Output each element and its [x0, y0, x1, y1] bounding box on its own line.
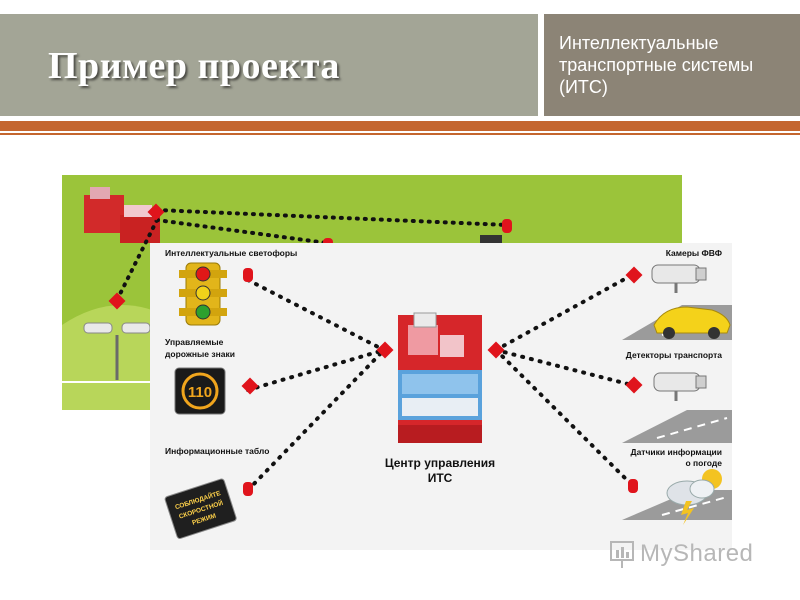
detector-camera-icon — [653, 372, 707, 401]
info-board-icon: СОБЛЮДАЙТЕ СКОРОСТНОЙ РЕЖИМ — [164, 478, 237, 539]
node-weather — [628, 479, 638, 493]
label-traffic-lights: Интеллектуальные светофоры — [165, 248, 297, 258]
node-center-left — [376, 341, 394, 359]
label-road-signs-2: дорожные знаки — [165, 349, 235, 359]
label-weather-2: о погоде — [685, 458, 722, 468]
connection-lines — [246, 273, 634, 492]
back-node — [502, 219, 512, 233]
center-label-1: Центр управления — [385, 456, 495, 470]
accent-line — [0, 133, 800, 135]
label-cameras: Камеры ФВФ — [666, 248, 722, 258]
back-camera-pole-icon — [83, 322, 151, 380]
camera-icon — [651, 264, 707, 293]
label-road-signs-1: Управляемые — [165, 337, 224, 347]
speed-sign-value: 110 — [188, 384, 212, 401]
back-building-icon — [84, 187, 160, 243]
watermark-logo-icon — [610, 541, 634, 568]
node-road-signs — [241, 377, 259, 395]
traffic-light-icon — [179, 262, 227, 326]
label-weather-1: Датчики информации — [631, 447, 722, 457]
subtitle-box — [544, 14, 800, 116]
node-detectors — [625, 376, 643, 394]
node-center-right — [487, 341, 505, 359]
node-cameras — [625, 266, 643, 284]
slide-title: Пример проекта — [48, 45, 340, 87]
node-traffic-lights — [243, 268, 253, 282]
slide-subtitle: Интеллектуальные транспортные системы (И… — [559, 33, 754, 97]
speed-sign-icon: 110 — [174, 367, 226, 415]
center-label-2: ИТС — [428, 471, 453, 485]
accent-stripe — [0, 121, 800, 131]
car-icon — [653, 306, 731, 339]
weather-icon — [666, 469, 722, 525]
road-scene-detectors — [622, 410, 732, 443]
node-info-boards — [243, 482, 253, 496]
label-info-boards: Информационные табло — [165, 446, 269, 456]
title-bar — [0, 14, 538, 116]
back-node — [108, 292, 126, 310]
label-detectors: Детекторы транспорта — [626, 350, 722, 360]
control-center-icon — [398, 312, 482, 443]
watermark-text: MyShared — [640, 540, 754, 567]
its-diagram: Интеллектуальные светофоры Управляемые д… — [62, 175, 732, 550]
